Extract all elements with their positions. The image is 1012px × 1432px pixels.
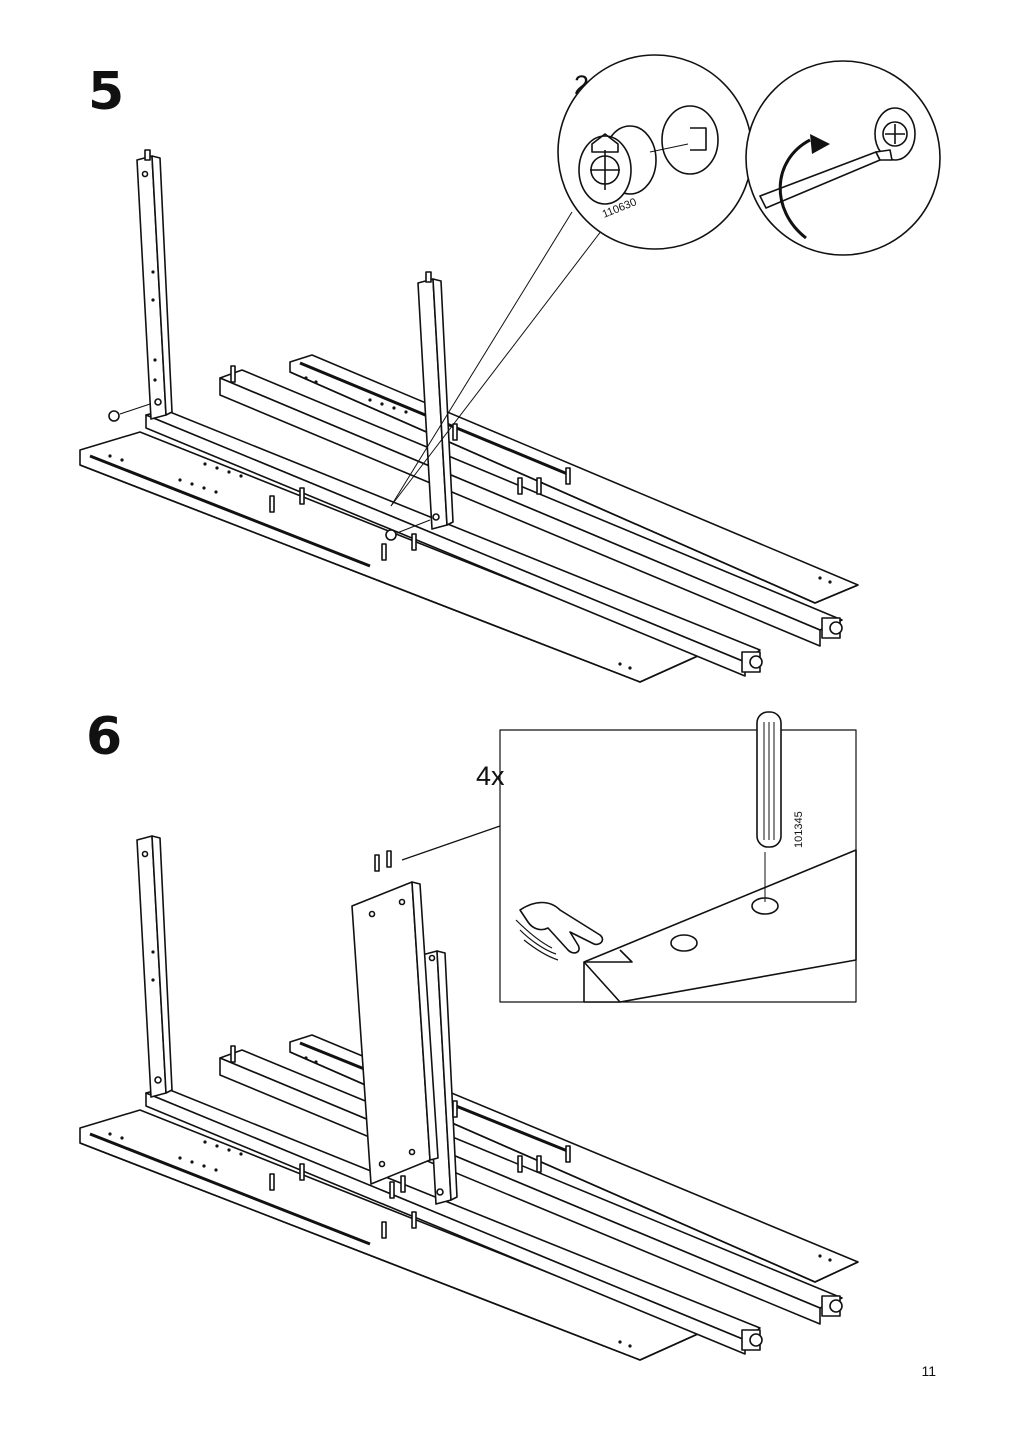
page-number: 11 [921, 1363, 936, 1379]
step-6-dowel-callout: 101345 [401, 711, 857, 1003]
screwdriver-icon [759, 149, 893, 209]
step-5-assembly-drawing [79, 149, 859, 683]
step-5-cam-lock-callout: 110630 [557, 54, 753, 250]
cam-lock-top-icon [874, 107, 916, 161]
step-6-assembly-drawing [79, 835, 859, 1361]
wooden-dowel-icon [756, 711, 782, 848]
step-6-number: 6 [86, 707, 123, 767]
rotate-arrow-icon [778, 134, 830, 240]
hand-push-icon [515, 901, 604, 961]
cam-lock-icon [578, 125, 657, 205]
step-5-number: 5 [88, 62, 125, 122]
step-5-screwdriver-callout [745, 60, 941, 256]
step-5-callout-pointer [390, 211, 606, 507]
part-number-101345: 101345 [793, 811, 805, 848]
